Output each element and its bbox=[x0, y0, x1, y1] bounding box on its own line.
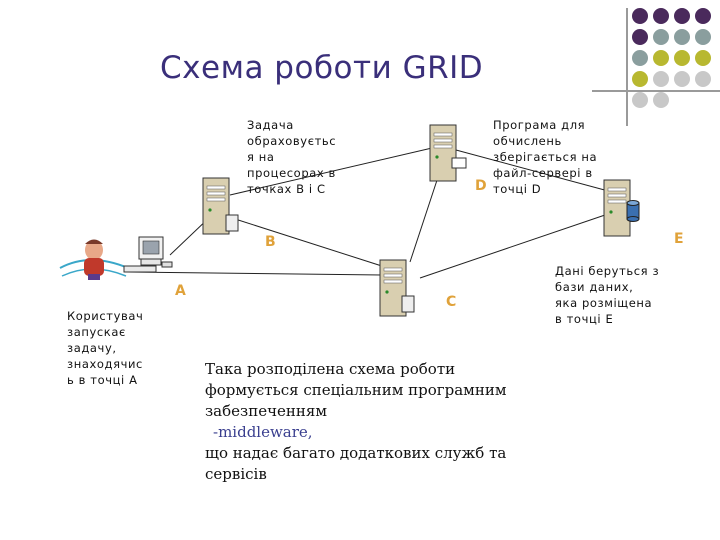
user-note-line: задачу, bbox=[67, 341, 117, 355]
server-c-icon bbox=[379, 259, 415, 317]
link-a-c bbox=[123, 271, 386, 276]
program-note-line: точці D bbox=[493, 182, 542, 196]
user-note: Користувач запускає задачу, знаходячис ь… bbox=[67, 308, 143, 388]
data-note-line: Дані беруться з bbox=[555, 264, 660, 278]
description-text: Така розподілена схема роботи формується… bbox=[205, 359, 545, 485]
decorative-dot bbox=[653, 71, 669, 87]
link-b-c bbox=[231, 217, 389, 269]
task-note-line: Задача bbox=[247, 118, 294, 132]
user-icon bbox=[59, 239, 129, 280]
decorative-dot bbox=[695, 29, 711, 45]
decorative-horizontal-line bbox=[592, 90, 720, 92]
node-label-d: D bbox=[475, 178, 487, 194]
task-note: Задача обраховуєтьс я на процесорах в то… bbox=[247, 117, 336, 197]
program-note-line: обчислень bbox=[493, 134, 562, 148]
decorative-dot bbox=[653, 8, 669, 24]
task-note-line: обраховуєтьс bbox=[247, 134, 337, 148]
middleware-term: -middleware, bbox=[213, 423, 313, 441]
decorative-dot bbox=[632, 92, 648, 108]
user-note-line: Користувач bbox=[67, 309, 144, 323]
user-note-line: знаходячис bbox=[67, 357, 143, 371]
node-label-c: C bbox=[446, 294, 457, 310]
decorative-dot bbox=[674, 8, 690, 24]
task-note-line: точках В і С bbox=[247, 182, 326, 196]
program-note-line: зберігається на bbox=[493, 150, 598, 164]
data-note: Дані беруться з бази даних, яка розміщен… bbox=[555, 263, 659, 327]
program-note-line: файл-сервері в bbox=[493, 166, 593, 180]
link-d-e bbox=[455, 149, 613, 193]
task-note-line: процесорах в bbox=[247, 166, 336, 180]
decorative-dot bbox=[653, 29, 669, 45]
decorative-dot bbox=[653, 92, 669, 108]
decorative-dot bbox=[695, 71, 711, 87]
description-line: забезпеченням bbox=[205, 402, 328, 420]
node-label-a: A bbox=[175, 283, 186, 299]
data-note-line: в точці Е bbox=[555, 312, 614, 326]
data-note-line: яка розміщена bbox=[555, 296, 653, 310]
link-c-e bbox=[419, 214, 606, 279]
decorative-dot bbox=[674, 71, 690, 87]
user-note-line: запускає bbox=[67, 325, 126, 339]
decorative-dot bbox=[695, 8, 711, 24]
server-e-icon bbox=[603, 179, 631, 237]
node-label-e: E bbox=[674, 231, 684, 247]
decorative-dot bbox=[653, 50, 669, 66]
program-note-line: Програма для bbox=[493, 118, 586, 132]
task-note-line: я на bbox=[247, 150, 275, 164]
description-line: формується спеціальним програмним bbox=[205, 381, 507, 399]
page-title: Схема роботи GRID bbox=[160, 50, 484, 86]
decorative-dot bbox=[632, 71, 648, 87]
data-note-line: бази даних, bbox=[555, 280, 634, 294]
database-icon bbox=[626, 200, 640, 222]
user-note-line: ь в точці А bbox=[67, 373, 138, 387]
decorative-dot bbox=[695, 50, 711, 66]
link-b-d bbox=[229, 147, 433, 196]
decorative-dot bbox=[632, 8, 648, 24]
workstation-a-icon bbox=[123, 236, 173, 273]
decorative-dot bbox=[632, 50, 648, 66]
decorative-dot bbox=[674, 50, 690, 66]
description-line: Така розподілена схема роботи bbox=[205, 360, 456, 378]
decorative-dot bbox=[674, 29, 690, 45]
description-line: сервісів bbox=[205, 465, 267, 483]
server-b-icon bbox=[202, 177, 239, 235]
description-line: що надає багато додаткових служб та bbox=[205, 444, 507, 462]
program-note: Програма для обчислень зберігається на ф… bbox=[493, 117, 597, 197]
decorative-vertical-line bbox=[626, 8, 628, 126]
server-d-icon bbox=[429, 124, 467, 182]
decorative-dot bbox=[632, 29, 648, 45]
node-label-b: B bbox=[265, 234, 276, 250]
